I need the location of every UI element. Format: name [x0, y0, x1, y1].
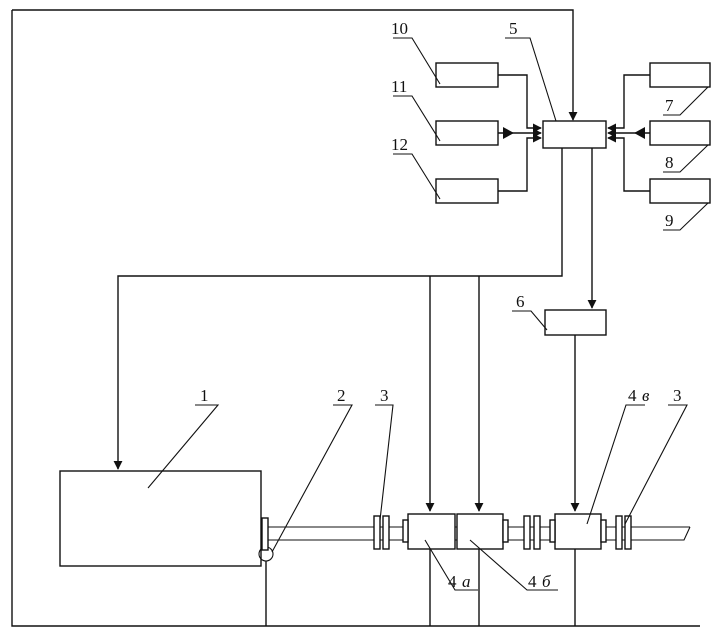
label-9: 9	[665, 211, 674, 230]
block-4v-hub-left	[549, 519, 556, 543]
leader-2	[271, 404, 353, 553]
leader-5	[505, 37, 557, 122]
block-12	[435, 178, 499, 204]
block-4a	[407, 513, 456, 550]
label-4a-sub: а	[462, 572, 471, 591]
label-7: 7	[665, 96, 674, 115]
arrow-11	[503, 127, 514, 139]
leader-4v	[586, 404, 645, 525]
block-4b-hub	[502, 519, 509, 543]
block-4a-hub	[402, 519, 409, 543]
top-line-to-block5	[12, 9, 578, 121]
leader-9	[663, 202, 709, 231]
arrow-8	[634, 127, 645, 139]
label-6: 6	[516, 292, 525, 311]
coupling-mid-right	[533, 515, 541, 550]
leader-4a	[424, 539, 478, 591]
leader-6	[512, 310, 548, 331]
block-4v	[554, 513, 602, 550]
leader-4b	[469, 539, 558, 591]
block-7	[649, 62, 711, 88]
label-4a-num: 4	[448, 572, 457, 591]
block-5	[542, 120, 607, 149]
label-4b-num: 4	[528, 572, 537, 591]
leader-12	[393, 153, 441, 200]
block-4v-hub-right	[600, 519, 607, 543]
leader-8	[663, 144, 709, 173]
link-10-to-5	[498, 74, 542, 133]
label-4v-sub: в	[642, 386, 650, 405]
coupling-3b-right	[624, 515, 632, 550]
block-10	[435, 62, 499, 88]
leader-10	[393, 37, 441, 85]
label-4v-num: 4	[628, 386, 637, 405]
block-8	[649, 120, 711, 146]
block-4b	[456, 513, 504, 550]
leader-11	[393, 95, 441, 142]
leader-1	[147, 404, 220, 489]
label-2: 2	[337, 386, 346, 405]
coupling-3a-right	[382, 515, 390, 550]
coupling-3a-left	[373, 515, 381, 550]
link-7-to-5	[607, 74, 650, 133]
link-5-to-1	[113, 148, 563, 470]
leader-3b	[624, 404, 688, 525]
label-10: 10	[391, 19, 408, 38]
label-8: 8	[665, 153, 674, 172]
block-1	[59, 470, 262, 567]
coupling-3b-left	[615, 515, 623, 550]
link-12-to-5	[498, 133, 542, 192]
label-11: 11	[391, 77, 407, 96]
leader-3a	[375, 404, 394, 521]
block-11	[435, 120, 499, 146]
label-3b: 3	[673, 386, 682, 405]
motor-flange	[261, 517, 269, 551]
coupling-mid-left	[523, 515, 531, 550]
label-1: 1	[200, 386, 209, 405]
block-6	[544, 309, 607, 336]
label-4b-sub: б	[542, 572, 551, 591]
label-3a: 3	[380, 386, 389, 405]
label-12: 12	[391, 135, 408, 154]
leader-7	[663, 86, 709, 116]
block-9	[649, 178, 711, 204]
label-5: 5	[509, 19, 518, 38]
link-9-to-5	[607, 133, 650, 192]
outer-feedback-line	[11, 10, 700, 627]
